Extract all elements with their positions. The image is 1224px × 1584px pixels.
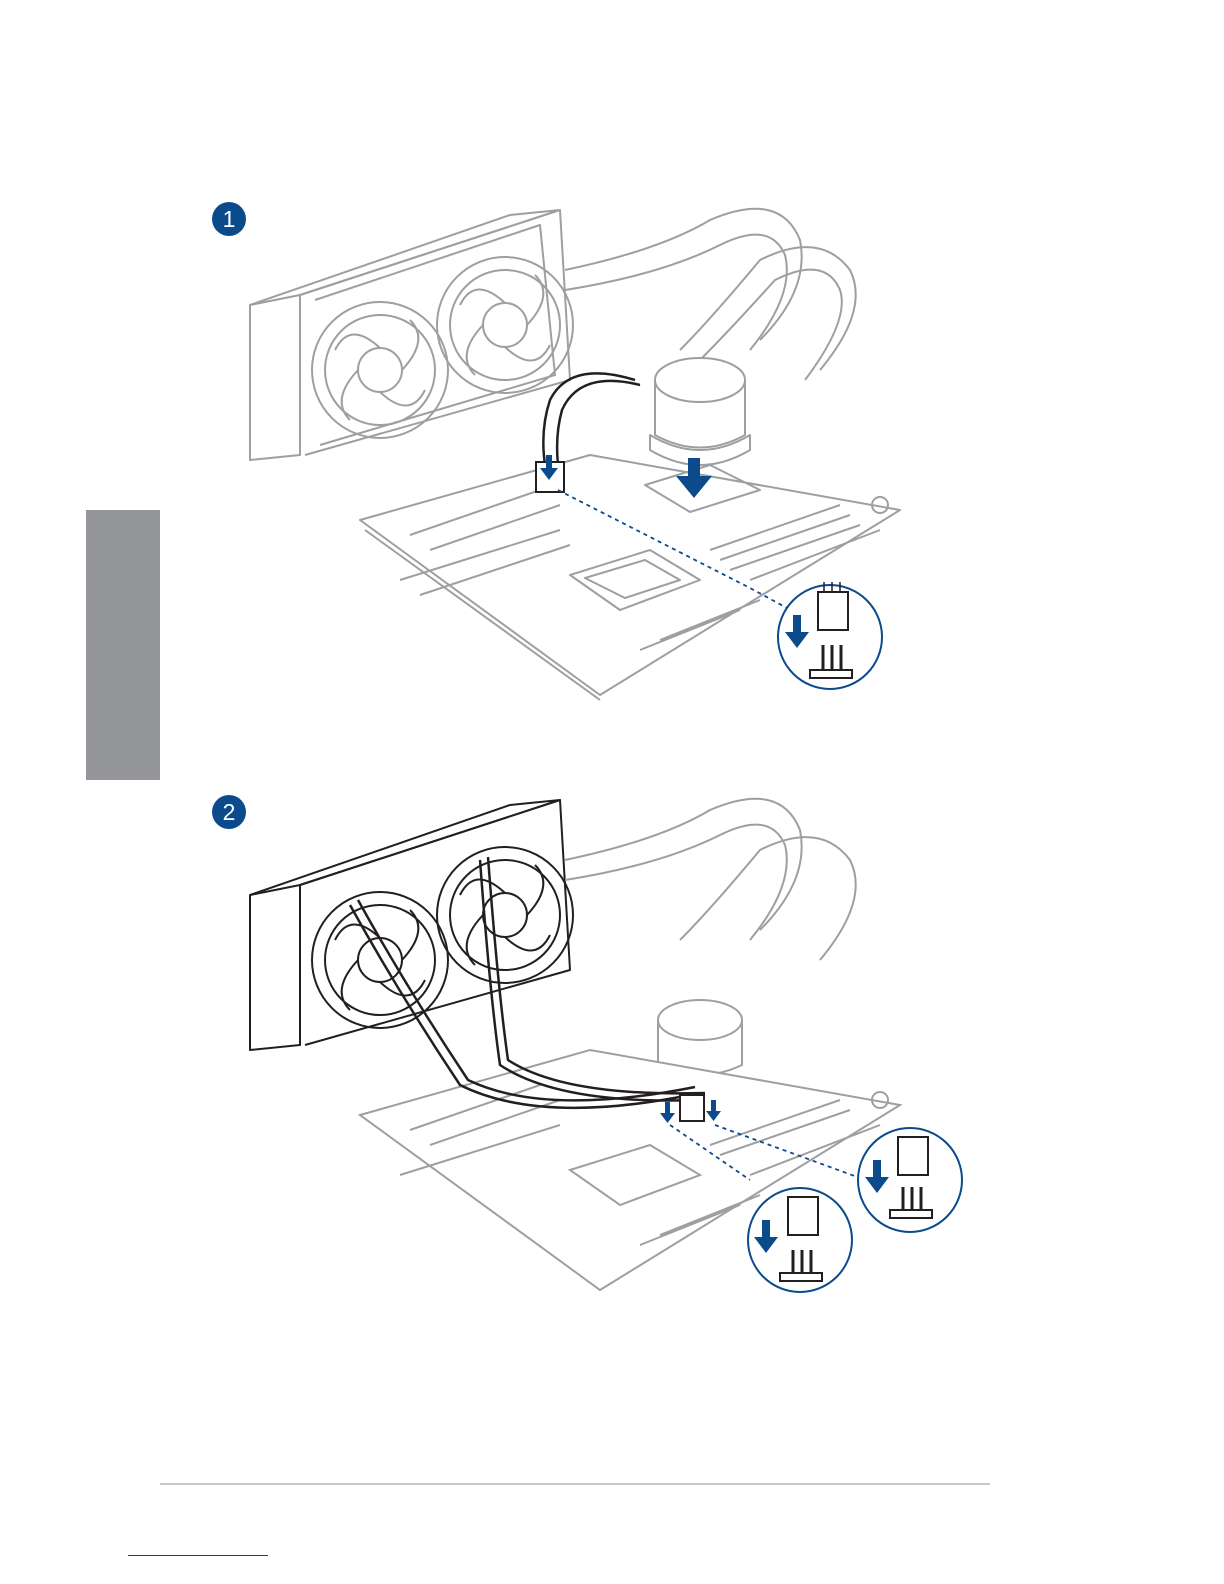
radiator-fan-right-icon	[437, 847, 573, 983]
step-1-illustration	[240, 200, 980, 710]
footer-rule	[160, 1483, 990, 1485]
header-detail-callout-lower-icon	[748, 1188, 852, 1292]
radiator-icon	[250, 800, 570, 1050]
radiator-icon	[250, 210, 570, 460]
pump-block-icon	[650, 358, 750, 465]
chapter-side-tab	[86, 510, 160, 780]
radiator-fan-left-icon	[312, 302, 448, 438]
fan-connector-icon	[680, 1095, 704, 1121]
radiator-fan-right-icon	[437, 257, 573, 393]
radiator-fan-left-icon	[312, 892, 448, 1028]
header-detail-callout-upper-icon	[858, 1128, 962, 1232]
coolant-tube-icon	[565, 209, 856, 380]
coolant-tube-icon	[565, 799, 856, 960]
header-detail-callout-icon	[778, 582, 882, 689]
step-2-illustration	[240, 795, 980, 1305]
page-number-underline	[128, 1555, 268, 1556]
